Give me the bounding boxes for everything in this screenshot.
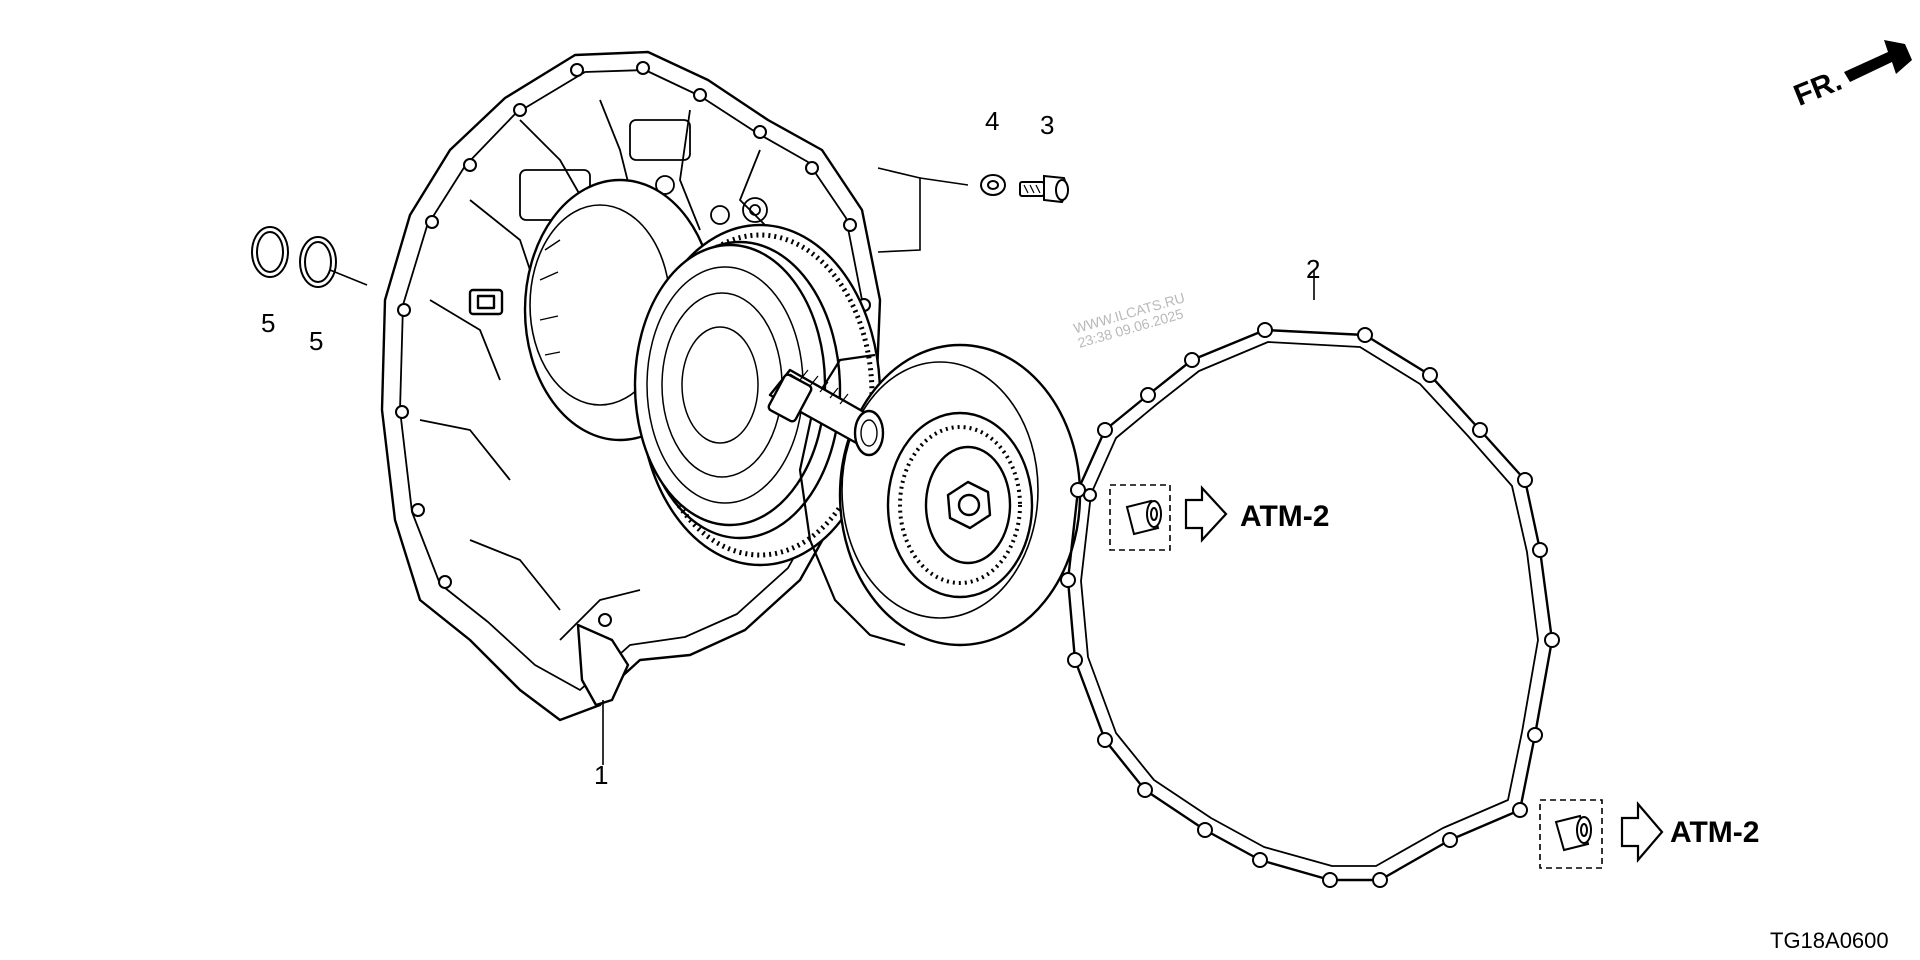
o-rings [251,226,337,288]
washer [980,174,1006,196]
reference-atm2-upper[interactable]: ATM-2 [1240,500,1330,533]
callout-part-5a: 5 [261,308,276,338]
dowel-pin-lower [1539,799,1603,869]
dowel-pin-upper [1109,484,1171,551]
callout-part-4: 4 [985,106,1000,136]
callout-part-5b: 5 [309,326,324,356]
callout-part-1: 1 [594,760,609,790]
ref-arrow-upper [1184,485,1228,543]
transmission-housing-assembly [380,50,1082,722]
housing-flange-inner [399,69,863,691]
input-shaft [767,368,885,457]
leader-lines [329,167,1315,765]
housing-side-bolt [468,288,504,316]
callout-part-3: 3 [1040,110,1055,140]
gasket-bolt-holes [1060,322,1560,888]
callout-part-2: 2 [1306,254,1321,284]
front-direction-arrow [1844,40,1912,82]
housing-mount-tab [576,623,630,707]
drain-bolt [1019,174,1070,204]
diagram-code: TG18A0600 [1770,928,1889,953]
ref-arrow-lower [1620,801,1664,863]
gasket [1060,322,1560,888]
reference-atm2-lower[interactable]: ATM-2 [1670,816,1760,849]
torque-converter [798,343,1082,647]
